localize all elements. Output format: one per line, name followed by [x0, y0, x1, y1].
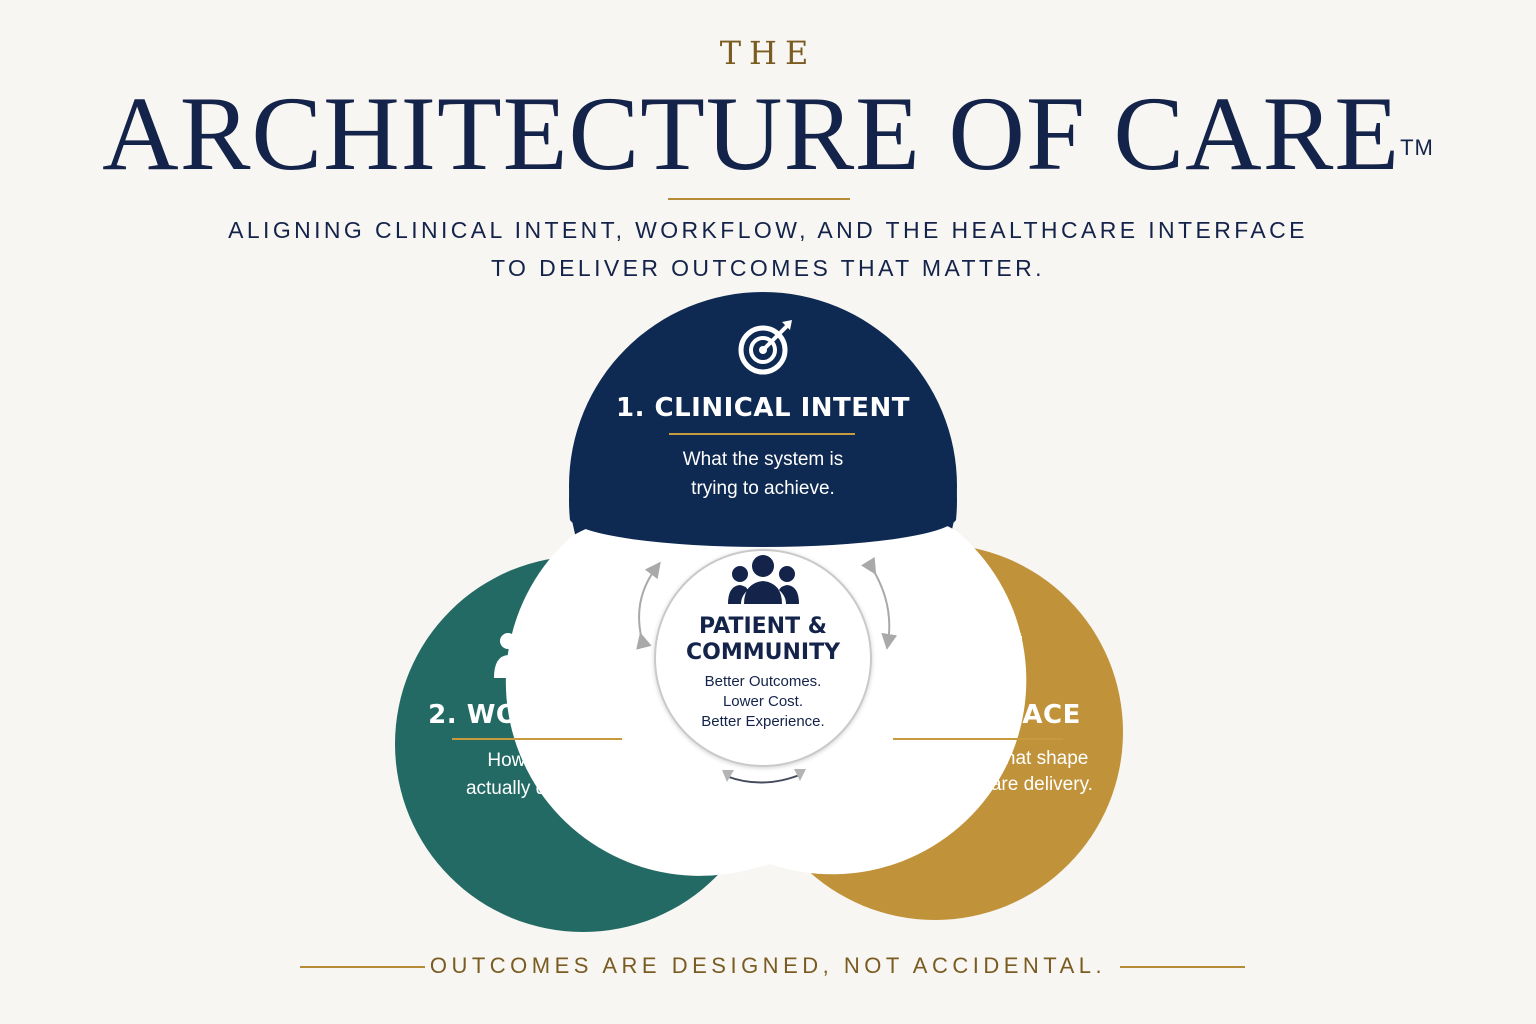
clinical-intent-desc-1: What the system is	[682, 449, 844, 470]
workflow-rule	[452, 738, 622, 740]
subtitle-line-2: TO DELIVER OUTCOMES THAT MATTER.	[491, 255, 1045, 281]
center-desc-line-2: Lower Cost.	[722, 693, 804, 710]
footer-rule-left	[300, 966, 425, 968]
community-icon	[728, 555, 799, 604]
institution-icon	[956, 620, 1024, 677]
center-circle	[654, 549, 872, 767]
workflow-desc-1: How care is	[487, 750, 587, 771]
arrow-bottom	[725, 773, 803, 784]
interface-desc-1: External forces that shape	[867, 748, 1089, 769]
interface-desc-2: and influence care delivery.	[863, 774, 1093, 795]
clinical-intent-title: 1. CLINICAL INTENT	[615, 393, 911, 423]
footer-tagline: OUTCOMES ARE DESIGNED, NOT ACCIDENTAL.	[429, 953, 1107, 978]
arrow-bottom-left-head	[722, 770, 734, 782]
subtitle-line-1: ALIGNING CLINICAL INTENT, WORKFLOW, AND …	[228, 217, 1308, 243]
team-icon	[494, 623, 571, 678]
clinical-intent-desc-2: trying to achieve.	[691, 478, 835, 499]
page-title-text: ARCHITECTURE OF CARE	[102, 75, 1401, 192]
center-title-line-2: COMMUNITY	[685, 640, 841, 665]
clinical-intent-rule	[669, 433, 855, 435]
target-icon	[738, 320, 792, 375]
interface-title: 3. INTERFACE	[879, 700, 1081, 730]
interface-rule	[893, 738, 1063, 740]
arrow-bottom-right-head	[794, 769, 806, 781]
footer-rule-right	[1120, 966, 1245, 968]
circle-clinical-intent-cap	[569, 306, 957, 547]
center-desc-line-3: Better Experience.	[701, 713, 825, 730]
trademark-mark: TM	[1400, 135, 1434, 160]
arrow-left	[636, 561, 661, 650]
workflow-desc-2: actually delivered.	[465, 778, 619, 799]
eyebrow-text: THE	[719, 34, 817, 72]
center-desc-line-1: Better Outcomes.	[704, 673, 822, 690]
center-title-line-1: PATIENT &	[699, 614, 827, 639]
page-title: ARCHITECTURE OF CARETM	[0, 74, 1536, 194]
workflow-title: 2. WORKFLOW	[428, 700, 646, 730]
title-divider	[668, 198, 850, 200]
arrow-right	[861, 557, 898, 650]
